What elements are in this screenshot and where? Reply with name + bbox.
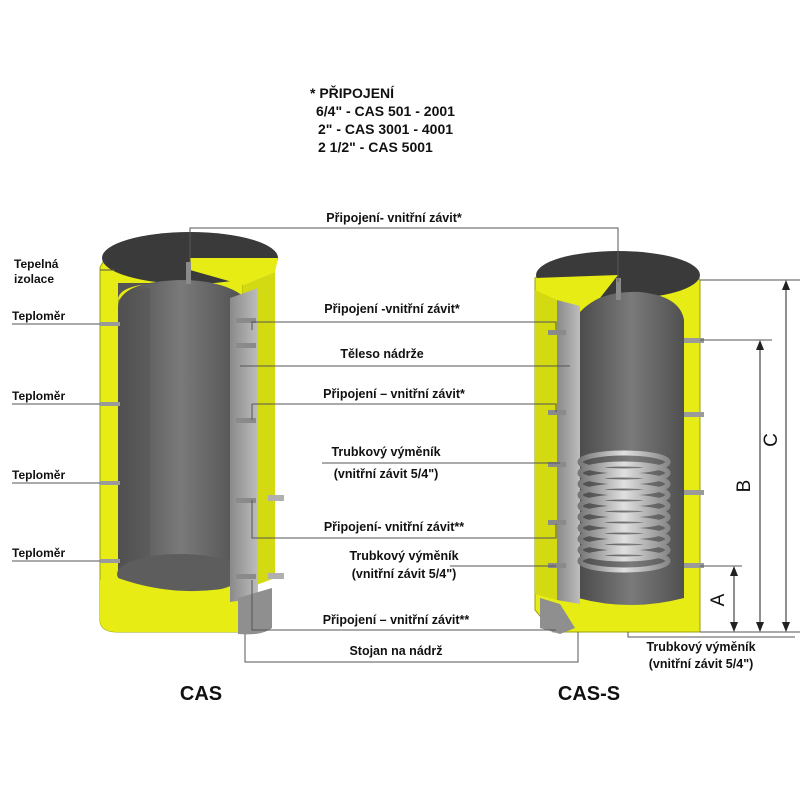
exchanger-thread-label: (vnitřní závit 5/4") — [334, 467, 439, 481]
thermometer-label: Teploměr — [12, 546, 65, 560]
connection-label: Připojení – vnitřní závit* — [323, 387, 465, 401]
dim-c-label: C — [761, 433, 782, 447]
stand-label: Stojan na nádrž — [349, 644, 442, 658]
title-cas-s: CAS-S — [558, 683, 620, 705]
heat-exchanger-coil — [577, 450, 671, 573]
leader-lines — [12, 227, 795, 663]
exchanger-thread-label: (vnitřní závit 5/4") — [649, 657, 754, 671]
notes-line: 2" - CAS 3001 - 4001 — [318, 121, 453, 137]
tank-body-label: Těleso nádrže — [340, 347, 423, 361]
dimensions: A B C — [700, 279, 800, 633]
exchanger-label: Trubkový výměník — [331, 445, 440, 459]
thermometer-label: Teploměr — [12, 468, 65, 482]
notes-line: 2 1/2" - CAS 5001 — [318, 139, 433, 155]
notes-line: 6/4" - CAS 501 - 2001 — [316, 103, 455, 119]
notes-heading: * PŘIPOJENÍ — [310, 84, 395, 101]
connection-label: Připojení – vnitřní závit** — [323, 613, 470, 627]
connection-label: Připojení- vnitřní závit** — [324, 520, 464, 534]
thermometer-label: Teploměr — [12, 309, 65, 323]
title-cas: CAS — [180, 683, 222, 705]
thermometer-label: Teploměr — [12, 389, 65, 403]
connection-top-label: Připojení- vnitřní závit* — [326, 211, 462, 225]
exchanger-label: Trubkový výměník — [349, 549, 458, 563]
insulation-label: izolace — [14, 272, 54, 286]
insulation-label: Tepelná — [14, 257, 59, 271]
tank-cas-s — [534, 251, 704, 634]
exchanger-label: Trubkový výměník — [646, 640, 755, 654]
tank-cas — [99, 232, 284, 635]
exchanger-thread-label: (vnitřní závit 5/4") — [352, 567, 457, 581]
dim-a-label: A — [708, 593, 729, 606]
connection-label: Připojení -vnitřní závit* — [324, 302, 460, 316]
dim-b-label: B — [734, 480, 755, 493]
